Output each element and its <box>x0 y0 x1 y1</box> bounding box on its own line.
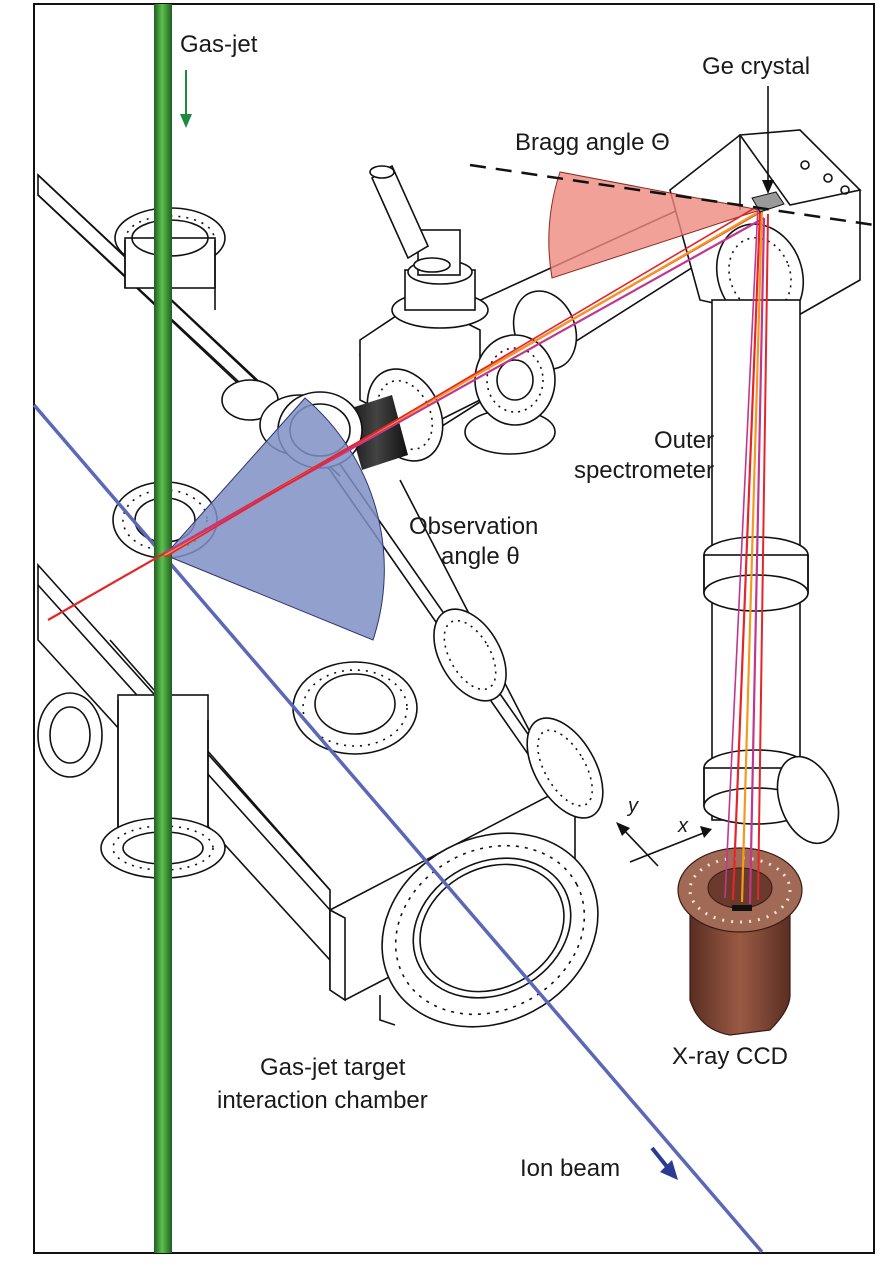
axis-y-label: y <box>626 795 639 817</box>
observation-angle-label-1: Observation <box>409 513 538 540</box>
ion-beam-arrow <box>650 1146 678 1180</box>
observation-angle-label-2: angle θ <box>441 543 520 570</box>
ge-crystal-label: Ge crystal <box>702 53 810 80</box>
xray-ccd-label: X-ray CCD <box>672 1043 788 1070</box>
ion-beam-label: Ion beam <box>520 1155 620 1182</box>
bragg-reference-dashed-line <box>469 163 875 227</box>
chamber-label-2: interaction chamber <box>217 1087 428 1114</box>
coordinate-axes <box>616 822 712 867</box>
port-mid-face <box>292 661 418 755</box>
gas-jet-arrow <box>180 70 192 128</box>
outer-spectrometer-label-2: spectrometer <box>574 457 714 484</box>
xray-rays <box>47 205 769 905</box>
tube-flange-lower <box>703 749 840 845</box>
bragg-angle-wedge <box>548 171 761 279</box>
ge-crystal-arrow <box>762 86 774 194</box>
chamber-label-1: Gas-jet target <box>260 1054 406 1081</box>
bragg-angle-label: Bragg angle Θ <box>515 129 670 156</box>
gas-jet-label: Gas-jet <box>180 31 258 58</box>
axis-x-label: x <box>677 815 689 837</box>
side-flange-right-1 <box>433 608 507 702</box>
lower-left-port <box>37 692 103 778</box>
gas-jet-column <box>154 4 172 1253</box>
xray-ccd <box>677 847 803 1036</box>
side-flange-right-2 <box>526 717 604 819</box>
interaction-chamber <box>37 173 604 1028</box>
outer-spectrometer-label-1: Outer <box>654 427 714 454</box>
